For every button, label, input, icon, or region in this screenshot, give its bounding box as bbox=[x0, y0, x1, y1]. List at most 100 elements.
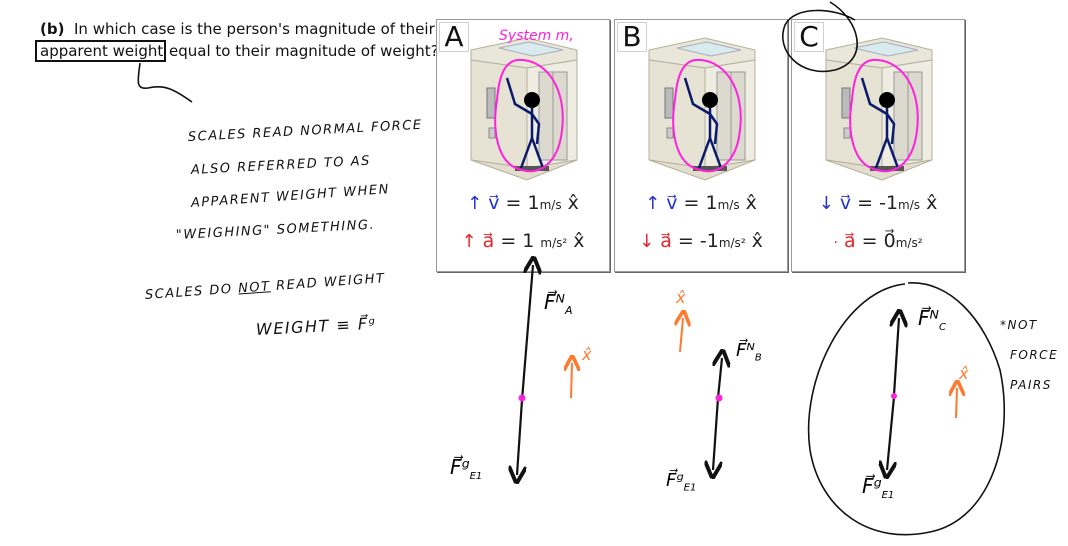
scale-icon bbox=[693, 166, 727, 171]
elevator-illustration-a: System m, bbox=[470, 28, 578, 181]
note-line-4: "WEIGHING" SOMETHING. bbox=[175, 217, 376, 243]
fbd-c-point bbox=[891, 393, 897, 399]
acceleration-label: a⃗ bbox=[660, 230, 672, 252]
person-legs bbox=[874, 134, 900, 169]
velocity-label: v⃗ bbox=[666, 192, 678, 214]
note-line-5-post: READ WEIGHT bbox=[275, 271, 386, 294]
scenario-panel-a: A System m, ↑ v⃗ = 1m/s x̂ ↑ a⃗ = 1 m/s²… bbox=[436, 19, 610, 272]
velocity-equation-b: ↑ v⃗ = 1m/s x̂ bbox=[615, 192, 787, 214]
velocity-direction: x̂ bbox=[926, 192, 938, 214]
question-line-2-text: equal to their magnitude of weight? bbox=[169, 42, 439, 60]
grav-force-symbol: F⃗ᵍ bbox=[450, 455, 470, 479]
elevator-left-wall bbox=[470, 59, 528, 169]
scenario-panel-b: B ↑ v⃗ = 1m/s x̂ ↓ a⃗ = -1m/s² x̂ bbox=[614, 19, 788, 272]
grav-force-symbol: F⃗ᵍ bbox=[666, 470, 684, 491]
normal-force-subscript: C bbox=[938, 322, 946, 333]
note-line-6: WEIGHT ≡ F⃗ᵍ bbox=[255, 313, 377, 339]
grav-force-subscript: E1 bbox=[469, 471, 483, 482]
person-legs bbox=[519, 134, 545, 169]
acceleration-equation-b: ↓ a⃗ = -1m/s² x̂ bbox=[615, 230, 787, 252]
side-note-line-3: PAIRS bbox=[1010, 378, 1052, 392]
note-line-3: APPARENT WEIGHT WHEN bbox=[190, 182, 391, 211]
note-line-1: SCALES READ NORMAL FORCE bbox=[187, 117, 423, 145]
acceleration-value: = 0⃗ bbox=[861, 230, 896, 252]
side-note-line-2: FORCE bbox=[1010, 348, 1059, 362]
velocity-arrow-down-icon: ↓ bbox=[818, 193, 834, 214]
person-head bbox=[879, 92, 895, 108]
scale-icon bbox=[515, 166, 549, 171]
question-line-2: apparent weight equal to their magnitude… bbox=[34, 40, 439, 62]
elevator-control-panel bbox=[841, 87, 851, 119]
velocity-direction: x̂ bbox=[567, 192, 579, 214]
velocity-unit: m/s bbox=[898, 198, 921, 212]
velocity-direction: x̂ bbox=[745, 192, 757, 214]
question-line-1-text: In which case is the person's magnitude … bbox=[74, 20, 435, 38]
elevator-left-wall bbox=[825, 59, 883, 169]
acceleration-direction: x̂ bbox=[751, 230, 763, 252]
velocity-arrow-up-icon: ↑ bbox=[645, 193, 661, 214]
fbd-a-grav-label: F⃗ᵍE1 bbox=[450, 455, 482, 482]
acceleration-value: = -1 bbox=[677, 230, 719, 252]
acceleration-equation-c: · a⃗ = 0⃗m/s² bbox=[792, 230, 964, 252]
elevator-icon: System m, bbox=[470, 28, 578, 181]
fbd-b-normal-arrow bbox=[718, 358, 722, 399]
person-head bbox=[702, 92, 718, 108]
scale-icon bbox=[870, 166, 904, 171]
person-arm-down bbox=[885, 113, 896, 145]
fbd-c-axis-label: x̂ bbox=[959, 364, 969, 383]
elevator-plate bbox=[488, 127, 496, 139]
note-line-5-emph: NOT bbox=[237, 279, 272, 297]
acceleration-unit: m/s² bbox=[540, 236, 568, 250]
note-line-5-pre: SCALES DO bbox=[144, 281, 234, 303]
fbd-b-axis-label: x̂ bbox=[676, 288, 686, 307]
velocity-value: = 1 bbox=[505, 192, 540, 214]
question-text: (b) In which case is the person's magnit… bbox=[34, 18, 439, 62]
person-legs bbox=[697, 134, 723, 169]
grav-force-subscript: E1 bbox=[881, 490, 895, 501]
fbd-b-axis-arrow bbox=[680, 318, 683, 353]
person-arm-raised bbox=[505, 77, 533, 116]
person-arm-raised bbox=[860, 77, 888, 116]
acceleration-direction: x̂ bbox=[573, 230, 585, 252]
fbd-c-normal-arrow bbox=[894, 318, 899, 396]
apparent-weight-boxed: apparent weight bbox=[34, 40, 167, 62]
callout-connector bbox=[137, 62, 193, 103]
velocity-unit: m/s bbox=[539, 198, 562, 212]
velocity-value: = 1 bbox=[683, 192, 718, 214]
elevator-control-panel bbox=[486, 87, 496, 119]
system-outline bbox=[849, 58, 919, 173]
fbd-b-point bbox=[715, 394, 723, 402]
elevator-illustration-c bbox=[825, 37, 933, 181]
velocity-label: v⃗ bbox=[839, 192, 852, 214]
note-line-2: ALSO REFERRED TO AS bbox=[190, 153, 372, 178]
acceleration-arrow-down-icon: ↓ bbox=[639, 231, 655, 252]
fbd-a-axis-label: x̂ bbox=[582, 345, 592, 364]
elevator-light-panel bbox=[498, 41, 564, 57]
fbd-a-grav-arrow bbox=[517, 399, 522, 475]
panel-letter-b: B bbox=[617, 22, 647, 52]
fbd-c-axis-arrow bbox=[956, 388, 957, 419]
elevator-icon bbox=[825, 37, 933, 181]
normal-force-subscript: B bbox=[754, 352, 762, 364]
elevator-control-panel bbox=[664, 87, 674, 119]
velocity-label: v⃗ bbox=[488, 192, 500, 214]
normal-force-symbol: F⃗ᴺ bbox=[918, 306, 939, 330]
system-annotation: System m, bbox=[499, 28, 574, 44]
grav-force-symbol: F⃗ᵍ bbox=[862, 474, 882, 498]
acceleration-label: a⃗ bbox=[843, 230, 856, 252]
fbd-b-normal-label: F⃗ᴺB bbox=[736, 340, 762, 364]
velocity-equation-c: ↓ v⃗ = -1m/s x̂ bbox=[792, 192, 964, 214]
fbd-c-normal-label: F⃗ᴺC bbox=[918, 306, 946, 333]
fbd-b-grav-arrow bbox=[713, 397, 718, 470]
fbd-a-normal-arrow bbox=[520, 265, 533, 401]
fbd-c-grav-arrow bbox=[887, 396, 894, 470]
side-note-line-1: *NOT bbox=[1000, 318, 1038, 332]
scenario-panel-c: C ↓ v⃗ = -1m/s x̂ · a⃗ = 0⃗m/s² bbox=[791, 19, 965, 272]
elevator-light-panel bbox=[676, 41, 742, 57]
acceleration-unit: m/s² bbox=[718, 236, 746, 250]
person-arm-raised bbox=[683, 77, 711, 116]
fbd-a-axis-arrow bbox=[571, 363, 572, 399]
acceleration-unit: m/s² bbox=[895, 236, 923, 250]
question-label: (b) bbox=[40, 20, 65, 38]
fbd-b-grav-label: F⃗ᵍE1 bbox=[666, 470, 696, 494]
